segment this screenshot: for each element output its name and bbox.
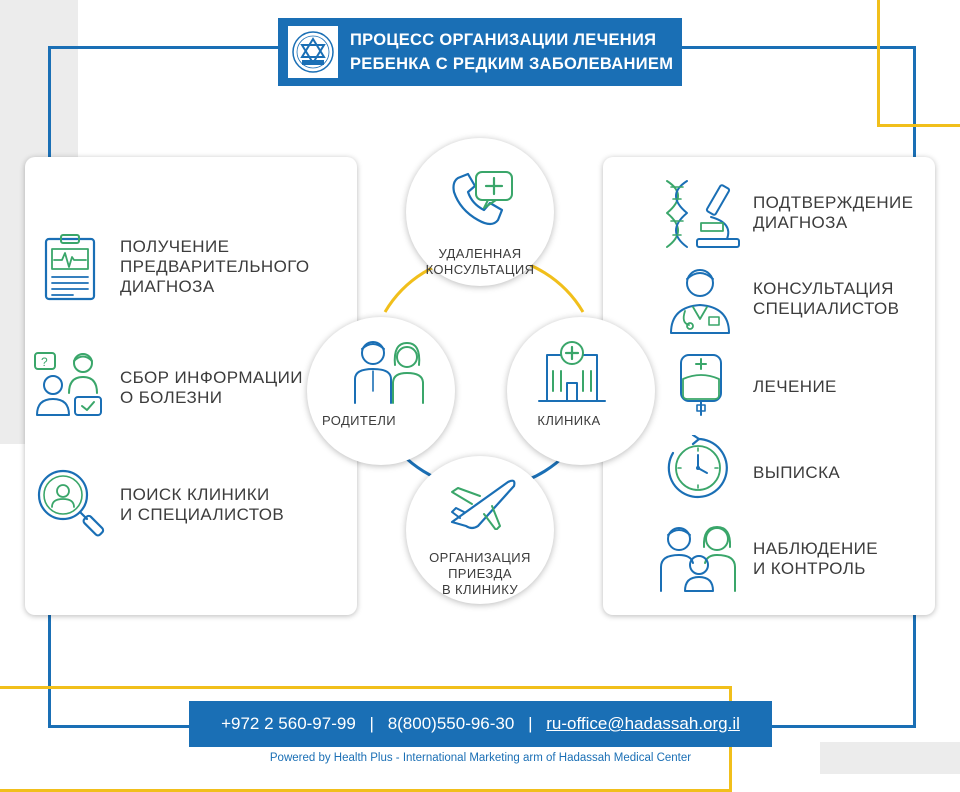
step-label-discharge: ВЫПИСКА [753, 463, 840, 483]
right-steps-card: ПОДТВЕРЖДЕНИЕ ДИАГНОЗА КОНСУЛЬТАЦИЯ СПЕЦ… [603, 157, 935, 615]
step-label-line: ВЫПИСКА [753, 463, 841, 482]
svg-text:?: ? [41, 355, 48, 369]
cycle-label-line: ПРИЕЗДА [448, 566, 512, 581]
cycle-label-parents: РОДИТЕЛИ [285, 413, 433, 429]
step-label-monitoring: НАБЛЮДЕНИЕ И КОНТРОЛЬ [753, 539, 878, 579]
title-banner: ПРОЦЕСС ОРГАНИЗАЦИИ ЛЕЧЕНИЯ РЕБЕНКА С РЕ… [278, 18, 682, 86]
step-label-line: О БОЛЕЗНИ [120, 388, 223, 407]
step-label-line: ПОЛУЧЕНИЕ [120, 237, 230, 256]
email-link[interactable]: ru-office@hadassah.org.il [546, 714, 740, 733]
cycle-label-line: КЛИНИКА [537, 413, 601, 428]
step-label-line: ДИАГНОЗА [120, 277, 215, 296]
clock-arrow-icon [665, 433, 731, 506]
left-steps-card: ПОЛУЧЕНИЕ ПРЕДВАРИТЕЛЬНОГО ДИАГНОЗА ? СБ… [25, 157, 357, 615]
step-label-line: ДИАГНОЗА [753, 213, 848, 232]
phone-link-israel[interactable]: +972 2 560-97-99 [221, 714, 356, 733]
cycle-node-arrival: ОРГАНИЗАЦИЯ ПРИЕЗДА В КЛИНИКУ [406, 456, 554, 604]
step-label-find-clinic: ПОИСК КЛИНИКИ И СПЕЦИАЛИСТОВ [120, 485, 284, 525]
page-title: ПРОЦЕСС ОРГАНИЗАЦИИ ЛЕЧЕНИЯ РЕБЕНКА С РЕ… [350, 28, 673, 76]
cycle-label-line: В КЛИНИКУ [441, 582, 519, 597]
step-label-preliminary-diagnosis: ПОЛУЧЕНИЕ ПРЕДВАРИТЕЛЬНОГО ДИАГНОЗА [120, 237, 310, 297]
step-label-line: ПОИСК КЛИНИКИ [120, 485, 270, 504]
doctor-patient-chat-icon: ? [33, 349, 107, 428]
contact-bar: +972 2 560-97-99 | 8(800)550-96-30 | ru-… [189, 701, 772, 747]
title-line-2: РЕБЕНКА С РЕДКИМ ЗАБОЛЕВАНИЕМ [350, 55, 674, 73]
phone-medical-chat-icon [448, 168, 518, 235]
dna-microscope-icon [663, 177, 743, 256]
hadassah-logo [288, 26, 338, 78]
airplane-icon [448, 474, 520, 535]
separator: | [369, 714, 374, 733]
family-icon [657, 521, 741, 598]
cycle-label-clinic: КЛИНИКА [495, 413, 643, 429]
step-label-line: И КОНТРОЛЬ [753, 559, 866, 578]
doctor-specialist-icon [667, 263, 733, 340]
cycle-node-remote-consultation: УДАЛЕННАЯ КОНСУЛЬТАЦИЯ [406, 138, 554, 286]
step-label-collect-info: СБОР ИНФОРМАЦИИ О БОЛЕЗНИ [120, 368, 303, 408]
cycle-label-line: ОРГАНИЗАЦИЯ [429, 550, 531, 565]
step-label-line: КОНСУЛЬТАЦИЯ [753, 279, 894, 298]
clinic-building-icon [537, 339, 607, 408]
step-label-line: НАБЛЮДЕНИЕ [753, 539, 879, 558]
parents-icon [351, 337, 429, 410]
gray-corner-block-bottom-right [820, 742, 960, 774]
iv-bag-icon [679, 349, 723, 424]
cycle-label-remote: УДАЛЕННАЯ КОНСУЛЬТАЦИЯ [406, 246, 554, 278]
step-label-treatment: ЛЕЧЕНИЕ [753, 377, 837, 397]
step-label-line: СБОР ИНФОРМАЦИИ [120, 368, 303, 387]
phone-link-russia[interactable]: 8(800)550-96-30 [387, 714, 515, 733]
yellow-frame-top-right [877, 0, 960, 127]
cycle-label-arrival: ОРГАНИЗАЦИЯ ПРИЕЗДА В КЛИНИКУ [406, 550, 554, 598]
magnifier-doctor-icon [35, 467, 109, 546]
step-label-specialists: КОНСУЛЬТАЦИЯ СПЕЦИАЛИСТОВ [753, 279, 899, 319]
cycle-label-line: КОНСУЛЬТАЦИЯ [425, 262, 535, 277]
step-label-line: ПРЕДВАРИТЕЛЬНОГО [120, 257, 310, 276]
step-label-line: ПОДТВЕРЖДЕНИЕ [753, 193, 914, 212]
step-label-line: ЛЕЧЕНИЕ [753, 377, 837, 396]
title-line-1: ПРОЦЕСС ОРГАНИЗАЦИИ ЛЕЧЕНИЯ [350, 31, 657, 49]
step-label-confirm-diagnosis: ПОДТВЕРЖДЕНИЕ ДИАГНОЗА [753, 193, 913, 233]
cycle-node-parents: РОДИТЕЛИ [307, 317, 455, 465]
cycle-label-line: РОДИТЕЛИ [321, 413, 397, 428]
contact-line: +972 2 560-97-99 | 8(800)550-96-30 | ru-… [189, 714, 772, 734]
cycle-label-line: УДАЛЕННАЯ [438, 246, 522, 261]
step-label-line: И СПЕЦИАЛИСТОВ [120, 505, 285, 524]
step-label-line: СПЕЦИАЛИСТОВ [753, 299, 900, 318]
separator: | [528, 714, 533, 733]
footer-credit: Powered by Health Plus - International M… [269, 752, 692, 764]
clipboard-cardiogram-icon [43, 233, 99, 308]
cycle-node-clinic: КЛИНИКА [507, 317, 655, 465]
